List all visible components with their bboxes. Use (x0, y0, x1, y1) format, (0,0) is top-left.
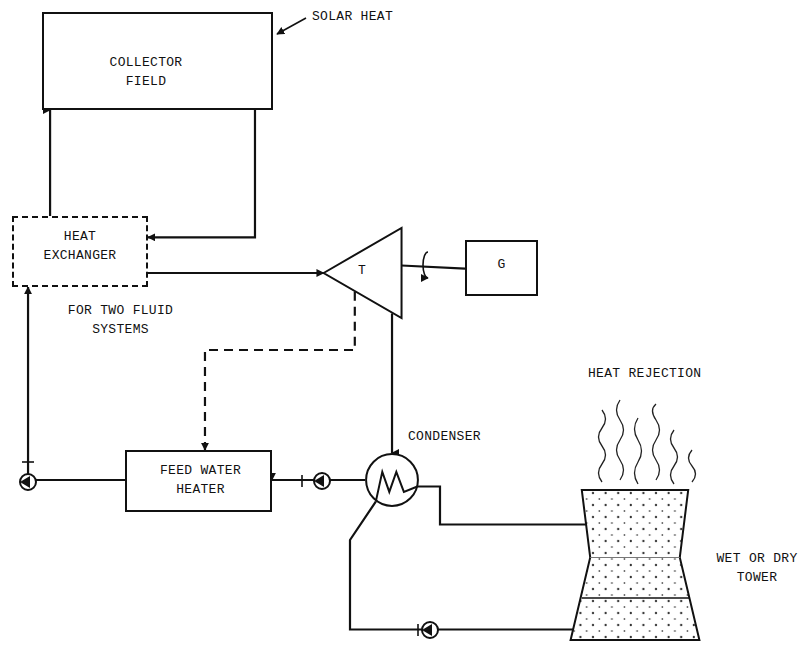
heat-plume (599, 400, 696, 484)
annotation-label: HEAT REJECTION (588, 366, 701, 383)
feedwater-heater-box: FEED WATER HEATER (125, 450, 272, 512)
pump-symbol (418, 622, 438, 638)
node-label: WET OR DRY TOWER (713, 550, 801, 588)
pump-symbol (302, 473, 330, 489)
condenser-symbol: CONDENSER (365, 453, 419, 507)
extraction-line (205, 292, 355, 450)
flow-line (417, 486, 586, 524)
leader-arrow (277, 18, 306, 34)
heat-exchanger-box: HEAT EXCHANGERFOR TWO FLUID SYSTEMS (12, 216, 148, 287)
node-caption: FOR TWO FLUID SYSTEMS (58, 302, 183, 340)
tower-outline (565, 490, 705, 640)
annotation-label: SOLAR HEAT (312, 9, 393, 26)
node-label: COLLECTOR FIELD (96, 54, 196, 92)
flow-line (402, 265, 465, 268)
node-label: HEAT EXCHANGER (30, 228, 130, 266)
collector-box: COLLECTOR FIELD (42, 12, 273, 110)
cooling-tower: WET OR DRY TOWER (565, 490, 705, 640)
flow-line (148, 110, 255, 237)
rotation-symbol (423, 252, 428, 278)
flow-line (49, 110, 51, 216)
pump-symbol (20, 462, 36, 490)
generator-box: G (465, 240, 538, 296)
node-label: G (467, 242, 536, 288)
flow-line (350, 502, 573, 630)
node-label: T (358, 262, 366, 281)
condenser-outline (365, 453, 419, 507)
turbine-symbol: T (322, 226, 404, 320)
flow-line (148, 272, 324, 274)
flow-line (391, 313, 393, 453)
node-label: CONDENSER (408, 428, 481, 447)
node-label: FEED WATER HEATER (153, 462, 248, 500)
